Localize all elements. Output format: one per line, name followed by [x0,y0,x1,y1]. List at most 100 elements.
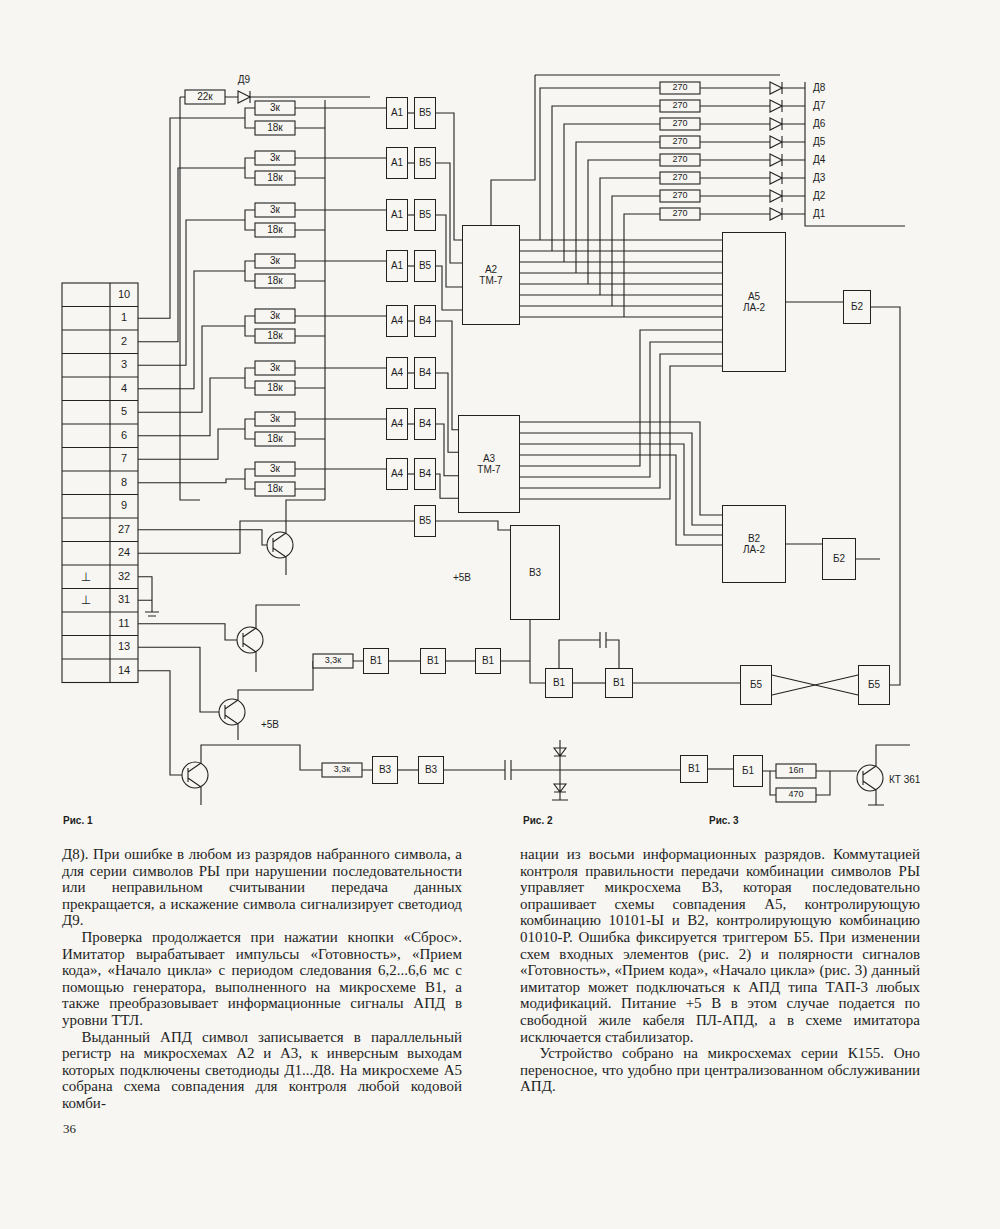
resistor-value: 270 [671,173,688,182]
chip-label: Б5 [868,679,880,691]
logic-gate: В1 [363,648,389,674]
coincidence-chip: В2ЛА-2 [722,505,786,583]
chip-label: В3 [379,764,391,776]
logic-gate: А4 [386,408,408,440]
chip-label: А1 [391,157,403,169]
chip-label: А4 [391,367,403,379]
schematic [62,75,910,805]
chip-label: А1 [391,209,403,221]
resistor-value: 3к [269,414,281,425]
wire [398,769,418,770]
input-wire [138,316,386,412]
chip-label: Б5 [750,679,762,691]
resistor-symbol [185,90,225,104]
resistor-symbol [255,203,295,217]
chip-label: В5 [419,260,431,272]
chip-label: В1 [482,655,494,667]
control-wire [138,500,414,575]
chip-label: В4 [419,367,431,379]
resistor-value: 270 [671,119,688,128]
resistor-symbol [660,208,700,220]
resistor-symbol [255,171,295,185]
resistor-symbol [255,309,295,323]
body-paragraph: Выданный АПД символ записывается в парал… [62,1029,462,1112]
pin-number: 4 [120,383,128,395]
control-wire [138,577,159,616]
wire [708,768,733,769]
text-column: Д8). При ошибке в любом из разрядов набр… [62,846,462,1112]
logic-gate: В1 [420,648,446,674]
transistor-label: КТ 361 [888,775,921,786]
resistor-symbol [255,101,295,115]
control-wire [552,740,568,800]
pin-number: 31 [117,594,131,606]
input-wire [138,261,386,389]
logic-gate: А4 [386,305,408,337]
pin-number: 10 [117,289,131,301]
resistor-symbol [185,90,295,496]
logic-gate: А1 [386,250,408,282]
pin-number: 13 [117,641,131,653]
wire [573,682,605,683]
resistor-symbol [255,274,295,288]
transistor-symbol [857,765,883,791]
resistor-symbol [660,100,700,112]
power-label: +5В [452,573,472,584]
chip-label: В1 [370,655,382,667]
control-wire [444,760,680,780]
logic-gate: Б2 [843,290,871,324]
data-bus [491,75,780,225]
led-label: Д5 [812,137,826,148]
control-wire [138,605,300,672]
chip-label: В1 [613,677,625,689]
coincidence-chip: А5ЛА-2 [722,232,786,372]
chip-label: ЛА-2 [743,544,765,556]
logic-gate: Б2 [822,538,856,580]
input-wire [138,368,386,436]
control-wire [501,620,545,683]
body-paragraph: Д8). При ошибке в любом из разрядов набр… [62,846,462,929]
register-chip: А2ТМ-7 [462,225,520,325]
resistor-symbol [255,151,295,165]
wire [436,424,458,476]
chip-label: В1 [553,677,565,689]
led-label: Д7 [812,101,826,112]
pin-number: 32 [117,571,131,583]
wire [436,521,510,530]
register-chip: А3ТМ-7 [458,415,520,513]
pin-number: 6 [120,430,128,442]
resistor-symbol [660,154,700,166]
chip-label: А4 [391,468,403,480]
resistor-value: 270 [671,209,688,218]
resistor-symbol [255,121,295,135]
resistor-value: 270 [671,83,688,92]
wire [436,474,458,498]
logic-gate: А4 [386,458,408,490]
logic-gate: В3 [418,756,444,784]
resistor-symbol [660,172,700,184]
transistor-symbol [182,762,208,788]
resistor-symbol [255,381,295,395]
resistor-value: 18к [266,331,284,342]
pin-number: 3 [120,359,128,371]
resistor-value: 18к [266,484,284,495]
chip-label: В1 [688,763,700,775]
chip-label: ТМ-7 [477,464,500,476]
resistor-symbol [255,329,295,343]
chip-label: В5 [419,107,431,119]
ground-symbol: ⊥ [80,570,92,583]
chip-label: Б2 [833,553,845,565]
logic-gate: В5 [414,97,436,129]
resistor-symbol [660,190,700,202]
resistor-value: 270 [671,155,688,164]
led-label: Д3 [812,173,826,184]
chip-label: В4 [419,468,431,480]
transistor-symbol [863,766,876,790]
resistor-value: 18к [266,225,284,236]
led-symbol [770,82,805,94]
connector-table [62,283,138,683]
logic-gate: В5 [414,147,436,179]
transistor-symbol [267,532,293,558]
